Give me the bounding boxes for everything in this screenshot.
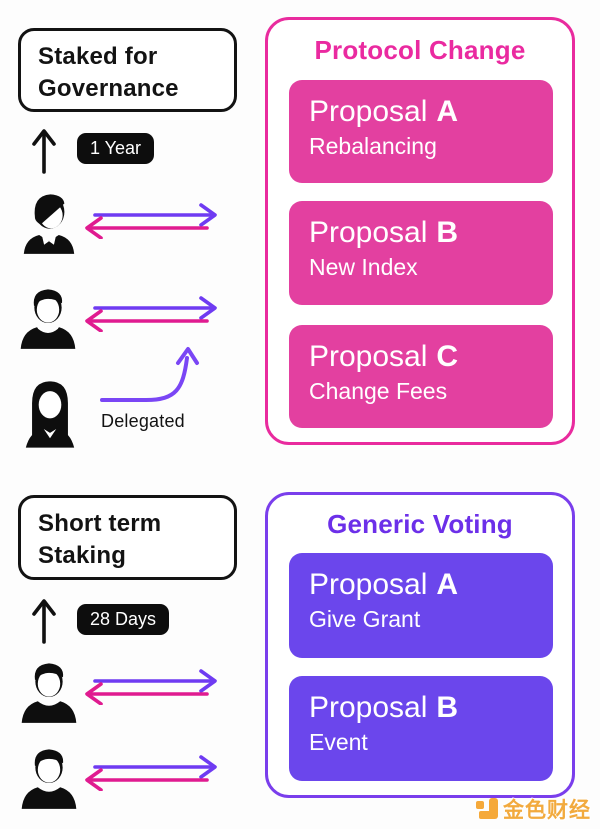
- short-term-staking-box: Short term Staking: [18, 495, 237, 580]
- staked-box-line1: Staked for: [38, 43, 158, 70]
- staked-for-governance-box: Staked for Governance: [18, 28, 237, 112]
- person-woman-long-hair-icon: [25, 381, 75, 448]
- proposal-letter: B: [436, 691, 459, 724]
- proposal-detail: Change Fees: [309, 378, 448, 405]
- bidirectional-arrows-icon: [85, 755, 217, 791]
- up-arrow-icon: [32, 129, 56, 174]
- delegated-label: Delegated: [101, 411, 185, 431]
- proposal-detail: New Index: [309, 254, 418, 281]
- proposal-detail: Rebalancing: [309, 133, 437, 160]
- bidirectional-arrows-icon: [85, 296, 217, 332]
- proposal-letter: C: [436, 340, 459, 373]
- up-arrow-icon: [32, 599, 56, 644]
- proposal-word: Proposal: [309, 340, 428, 373]
- staking-box-line2: Staking: [38, 541, 127, 569]
- proposal-letter: B: [436, 216, 459, 249]
- person-man-icon: [21, 749, 77, 809]
- bidirectional-arrows-icon: [85, 203, 217, 239]
- staking-box-line1: Short term: [38, 510, 162, 537]
- staked-box-line2: Governance: [38, 74, 179, 102]
- proposal-letter: A: [436, 568, 459, 601]
- proposal-detail: Event: [309, 729, 368, 756]
- jinse-finance-watermark: 金色财经: [476, 794, 591, 824]
- person-man-icon: [20, 289, 76, 349]
- proposal-detail: Give Grant: [309, 606, 421, 633]
- jinse-logo-icon: [476, 797, 499, 821]
- protocol-change-title: Protocol Change: [314, 35, 526, 65]
- proposal-word: Proposal: [309, 216, 428, 249]
- proposal-word: Proposal: [309, 691, 428, 724]
- person-man-icon: [21, 663, 77, 723]
- watermark-text: 金色财经: [503, 799, 591, 822]
- bidirectional-arrows-icon: [85, 669, 217, 705]
- delegated-curved-arrow-icon: [100, 347, 199, 402]
- proposal-word: Proposal: [309, 95, 428, 128]
- generic-voting-title: Generic Voting: [327, 509, 513, 539]
- person-woman-short-hair-icon: [23, 194, 75, 254]
- duration-badge-28-days: 28 Days: [77, 604, 170, 635]
- proposal-letter: A: [436, 95, 459, 128]
- duration-badge-1-year: 1 Year: [77, 133, 155, 164]
- proposal-word: Proposal: [309, 568, 428, 601]
